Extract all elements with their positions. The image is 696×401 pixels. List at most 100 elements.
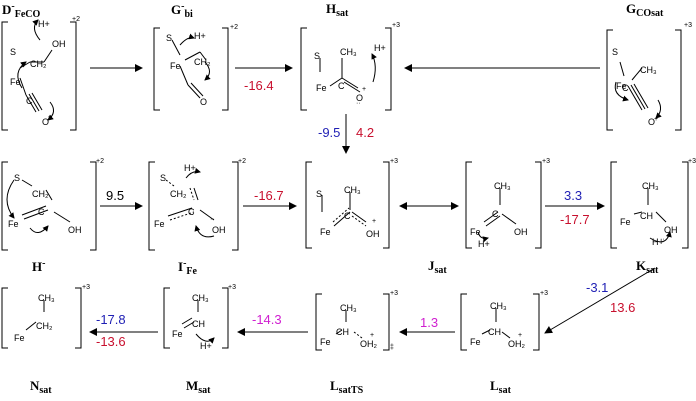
atom-text: H+ (478, 239, 490, 249)
atom-text: Fe (170, 61, 181, 71)
value-h-i-blue: -9.5 (318, 125, 341, 140)
label-D: D-FeCO (2, 1, 41, 20)
label-IFe: I-Fe (178, 258, 197, 277)
label-LsatTS: LsatTS (330, 378, 364, 396)
atom-text: OH₂ (508, 339, 525, 349)
atom-text: OH (366, 229, 380, 239)
value-m-n-blue: -17.8 (96, 312, 126, 327)
atom-text: OH (514, 227, 528, 237)
atom-text: CH₃ (38, 293, 55, 303)
value-hm-i: 9.5 (106, 188, 125, 203)
atom-text: + (370, 332, 375, 339)
value-j-k-red: -17.7 (560, 212, 590, 227)
atom-text: OH (52, 39, 66, 49)
atom-text: ·· (356, 100, 361, 107)
atom-text: Fe (8, 219, 19, 229)
atom-text: +3 (228, 284, 236, 291)
atom-text: + (654, 116, 659, 123)
atom-text: Fe (316, 83, 327, 93)
label-Hminus: H- (32, 258, 46, 274)
label-GCOsat: GCOsat (626, 1, 664, 19)
atom-text: S (14, 173, 21, 183)
atom-text: ·· (210, 216, 215, 223)
atom-text: H+ (184, 163, 196, 173)
atom-text: ·· (660, 236, 665, 243)
label-Jsat: Jsat (428, 258, 447, 276)
label-Hsat: Hsat (326, 1, 349, 19)
atom-text: +2 (238, 158, 246, 165)
atom-text: CH₂ (36, 321, 53, 331)
atom-text: Fe (470, 227, 481, 237)
atom-text: Fe (172, 329, 183, 339)
atom-text: S (316, 189, 323, 199)
value-lts-m: -14.3 (252, 312, 282, 327)
bracket-Gbi (153, 27, 229, 111)
atom-text: OH (664, 225, 678, 235)
atom-text: CH₃ (344, 185, 361, 195)
atom-text: + (518, 332, 523, 339)
atom-text: CH₂ (32, 189, 49, 199)
atom-text: Fe (320, 227, 331, 237)
arrow-Ksat-Lsat (544, 267, 656, 334)
value-h-i-red: 4.2 (356, 125, 375, 140)
atom-text: H+ (194, 31, 206, 41)
atom-text: OH (68, 225, 82, 235)
value-j-k-blue: 3.3 (564, 188, 583, 203)
atom-text: Fe (14, 333, 25, 343)
atom-text: +3 (82, 284, 90, 291)
bracket-Hsat (300, 27, 392, 111)
value-g-h: -16.4 (244, 78, 274, 93)
bracket-D (1, 21, 77, 131)
atom-text: Fe (470, 337, 481, 347)
atom-text: + (372, 218, 377, 225)
atom-text: S (612, 47, 619, 57)
atom-text: CH₃ (192, 293, 209, 303)
label-Lsat: Lsat (490, 378, 511, 396)
atom-text: H+ (652, 237, 664, 247)
atom-text: S (160, 173, 167, 183)
value-k-l-blue: -3.1 (586, 280, 609, 295)
label-Ksat: Ksat (636, 258, 659, 276)
atom-text: Fe (616, 81, 627, 91)
atom-text: OH (212, 225, 226, 235)
atom-text: H+ (38, 19, 50, 29)
atom-text: O (200, 97, 208, 107)
atom-text: S (314, 51, 321, 61)
atom-text: +2 (230, 24, 238, 31)
atom-text: +3 (392, 22, 400, 29)
atom-text: Fe (154, 219, 165, 229)
bracket-GCOsat (606, 29, 682, 131)
value-m-n-red: -13.6 (96, 334, 126, 349)
atom-text: C (344, 211, 351, 221)
atom-text: +2 (72, 16, 80, 23)
atom-text: +2 (96, 158, 104, 165)
atom-text: Fe (620, 217, 631, 227)
atom-text: +3 (684, 22, 692, 29)
atom-text: C (492, 209, 499, 219)
bracket-LsatTS (315, 293, 390, 351)
atom-text: S (166, 33, 173, 43)
atom-text: Fe (320, 337, 331, 347)
atom-text: + (48, 114, 53, 121)
bracket-Lsat (460, 293, 540, 351)
atom-text: CH₃ (490, 301, 507, 311)
atom-text: CH (488, 327, 501, 337)
atom-text: + (362, 86, 367, 93)
atom-text: +3 (542, 158, 550, 165)
value-i-j: -16.7 (254, 188, 284, 203)
atom-text: CH₃ (340, 47, 357, 57)
atom-text: CH₃ (340, 303, 357, 313)
label-Gbi: G-bi (171, 1, 193, 20)
bracket-Ksat (610, 161, 689, 249)
atom-text: CH₃ (494, 181, 511, 191)
atom-text: CH₂ (170, 189, 187, 199)
atom-text: OH₂ (360, 339, 377, 349)
atom-text: C (26, 96, 33, 106)
atom-text: CH (640, 211, 653, 221)
atom-text: CH (336, 327, 349, 337)
bracket-Hminus (1, 161, 97, 251)
label-Msat: Msat (186, 378, 211, 396)
bracket-Nsat (1, 287, 82, 349)
